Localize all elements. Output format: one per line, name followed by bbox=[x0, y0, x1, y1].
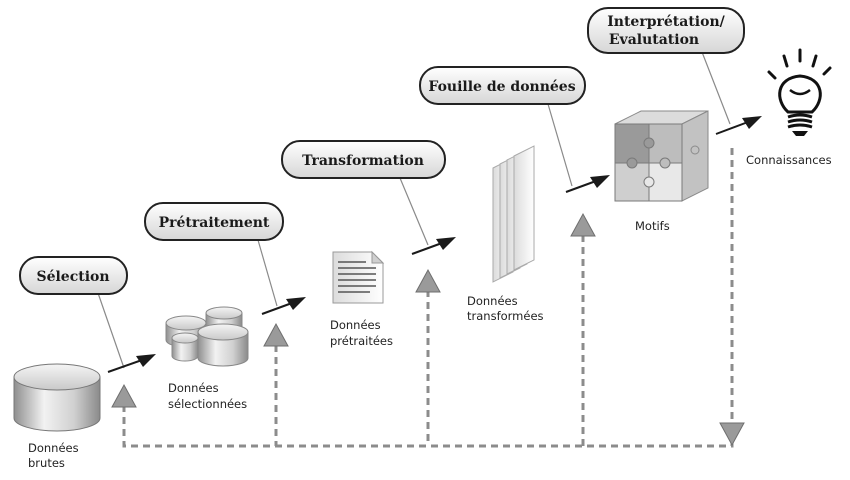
feedback-triangle-4 bbox=[570, 212, 596, 237]
label-donnees-brutes-1: Données bbox=[28, 441, 79, 455]
puzzle-cube-icon bbox=[614, 110, 709, 202]
label-donnees-selectionnees-2: sélectionnées bbox=[168, 397, 247, 411]
label-donnees-transformees-1: Données bbox=[467, 294, 518, 308]
arrow-5 bbox=[715, 116, 762, 135]
feedback-triangle-2 bbox=[263, 322, 289, 347]
step-selection-label: Sélection bbox=[36, 269, 109, 285]
step-fouille-label: Fouille de données bbox=[428, 79, 575, 95]
database-cluster-icon bbox=[165, 306, 249, 367]
step-pretraitement: Prétraitement bbox=[144, 202, 284, 241]
database-cylinder-icon bbox=[13, 363, 101, 432]
step-transformation: Transformation bbox=[281, 140, 446, 179]
step-interpretation-label-line1: Interprétation/ bbox=[607, 14, 725, 30]
label-donnees-selectionnees-1: Données bbox=[168, 381, 219, 395]
label-donnees-pretraitees-2: prétraitées bbox=[330, 334, 393, 348]
arrow-2 bbox=[261, 297, 306, 315]
label-connaissances: Connaissances bbox=[746, 153, 832, 167]
step-interpretation: Interprétation/ Evalutation bbox=[587, 7, 745, 54]
label-donnees-pretraitees-1: Données bbox=[330, 318, 381, 332]
step-interpretation-label-line2: Evalutation bbox=[609, 32, 699, 48]
arrow-4 bbox=[565, 175, 610, 193]
feedback-triangle-down bbox=[719, 422, 745, 447]
arrow-1 bbox=[107, 354, 156, 373]
step-fouille: Fouille de données bbox=[419, 66, 586, 105]
feedback-triangle-1 bbox=[111, 383, 137, 408]
document-icon bbox=[332, 250, 385, 304]
label-donnees-transformees-2: transformées bbox=[467, 309, 544, 323]
label-donnees-brutes-2: brutes bbox=[28, 456, 65, 470]
step-selection: Sélection bbox=[19, 256, 128, 295]
stacked-pages-icon bbox=[492, 145, 535, 283]
arrow-3 bbox=[411, 237, 456, 255]
label-motifs: Motifs bbox=[635, 219, 670, 233]
feedback-triangle-3 bbox=[415, 268, 441, 293]
step-transformation-label: Transformation bbox=[302, 153, 424, 169]
feedback-loop bbox=[122, 148, 734, 448]
lightbulb-icon bbox=[767, 48, 832, 136]
step-pretraitement-label: Prétraitement bbox=[159, 215, 270, 231]
